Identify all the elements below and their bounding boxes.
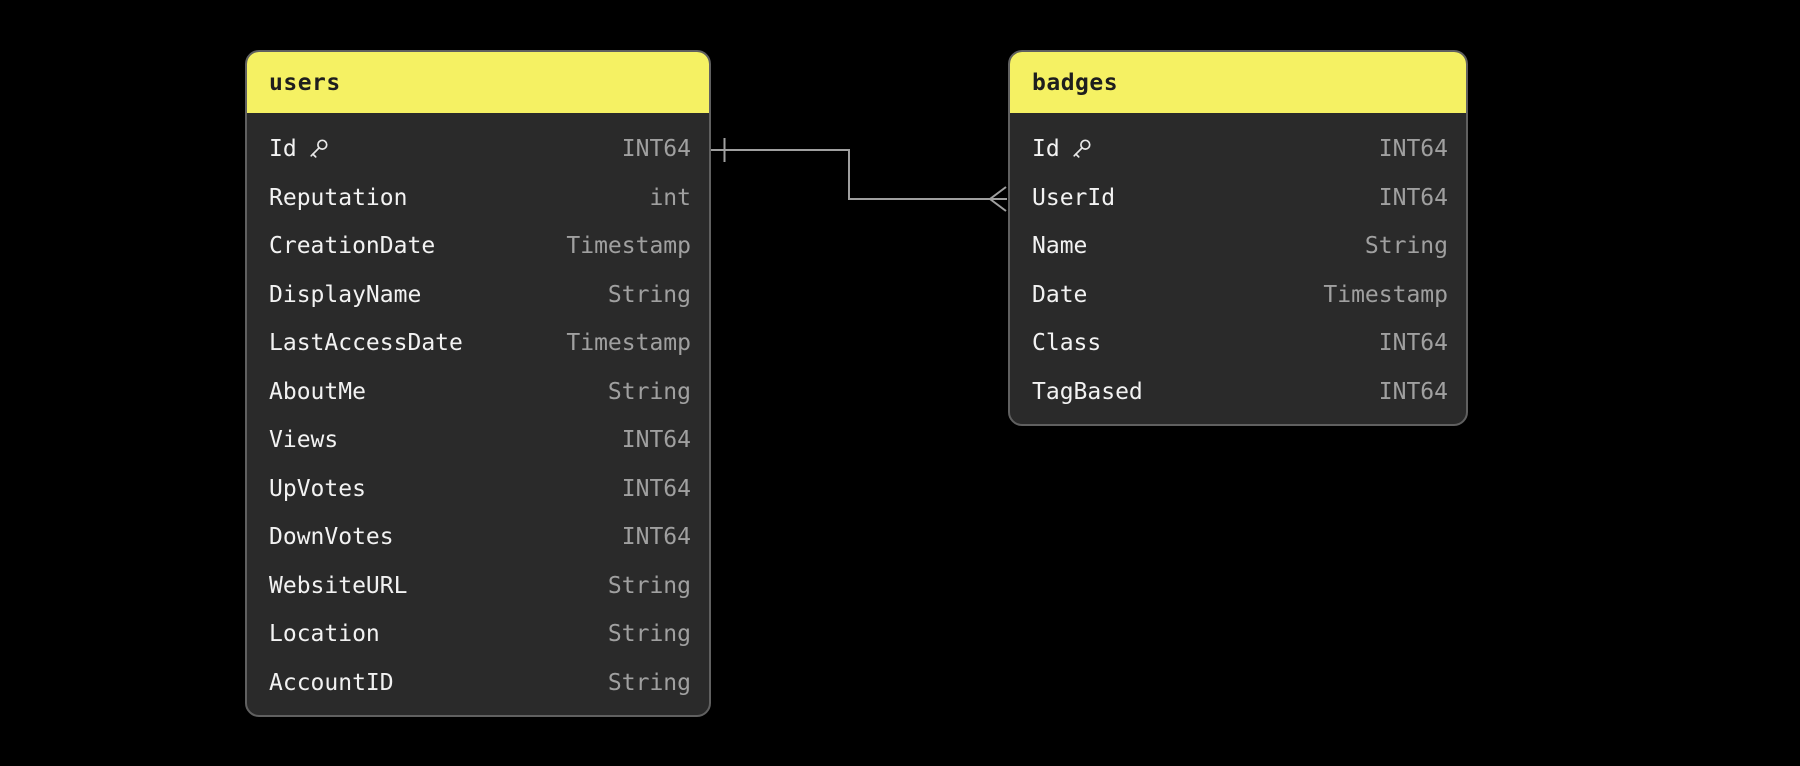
key-icon [1069,137,1093,161]
field-type: INT64 [1378,378,1448,405]
field-type: int [649,184,691,211]
connector-path[interactable] [711,149,990,200]
field-name: CreationDate [269,233,436,260]
table-title: badges [1032,69,1119,96]
field-type: String [607,572,691,599]
field-name: Views [269,427,339,454]
table-row[interactable]: UpVotes INT64 [247,465,709,514]
field-type: String [607,281,691,308]
table-row[interactable]: AccountID String [247,659,709,708]
table-row[interactable]: Class INT64 [1010,319,1466,368]
table-header-badges[interactable]: badges [1010,52,1466,113]
table-row[interactable]: Location String [247,610,709,659]
table-card-users[interactable]: users Id INT64 Reputation int CreationDa… [245,50,711,717]
field-type: String [1364,233,1448,260]
field-type: INT64 [621,427,691,454]
field-type: String [607,621,691,648]
table-body-users: Id INT64 Reputation int CreationDate Tim… [247,113,709,715]
field-name: DownVotes [269,524,394,551]
table-row[interactable]: AboutMe String [247,368,709,417]
table-row[interactable]: Views INT64 [247,416,709,465]
field-name: UpVotes [269,475,366,502]
table-row[interactable]: Name String [1010,222,1466,271]
table-body-badges: Id INT64 UserId INT64 Name String Date T… [1010,113,1466,424]
field-name: Id [269,136,297,163]
field-name: UserId [1032,184,1116,211]
field-name: Date [1032,281,1088,308]
key-icon [306,137,330,161]
field-name: AccountID [269,669,394,696]
field-name: Id [1032,136,1060,163]
field-type: INT64 [621,475,691,502]
field-type: INT64 [621,524,691,551]
table-row[interactable]: WebsiteURL String [247,562,709,611]
table-row[interactable]: DownVotes INT64 [247,513,709,562]
table-row[interactable]: DisplayName String [247,271,709,320]
field-name: WebsiteURL [269,572,408,599]
table-card-badges[interactable]: badges Id INT64 UserId INT64 Name String… [1008,50,1468,426]
field-type: Timestamp [566,330,691,357]
field-name: Name [1032,233,1088,260]
table-header-users[interactable]: users [247,52,709,113]
table-row[interactable]: Id INT64 [247,125,709,174]
field-type: INT64 [1378,136,1448,163]
field-name: DisplayName [269,281,422,308]
table-row[interactable]: Id INT64 [1010,125,1466,174]
field-name: Location [269,621,380,648]
table-title: users [269,69,341,96]
field-name: Reputation [269,184,408,211]
field-type: Timestamp [1323,281,1448,308]
field-type: INT64 [1378,330,1448,357]
field-name: TagBased [1032,378,1143,405]
table-row[interactable]: Date Timestamp [1010,271,1466,320]
table-row[interactable]: TagBased INT64 [1010,368,1466,417]
field-type: String [607,378,691,405]
table-row[interactable]: UserId INT64 [1010,174,1466,223]
field-type: String [607,669,691,696]
field-name: LastAccessDate [269,330,463,357]
field-type: INT64 [1378,184,1448,211]
field-type: Timestamp [566,233,691,260]
table-row[interactable]: CreationDate Timestamp [247,222,709,271]
table-row[interactable]: Reputation int [247,174,709,223]
table-row[interactable]: LastAccessDate Timestamp [247,319,709,368]
field-name: AboutMe [269,378,366,405]
field-type: INT64 [621,136,691,163]
field-name: Class [1032,330,1102,357]
